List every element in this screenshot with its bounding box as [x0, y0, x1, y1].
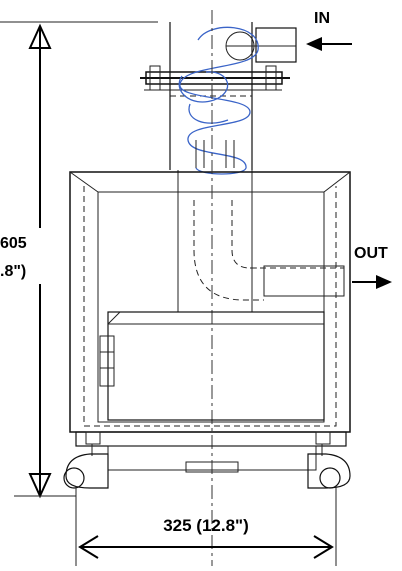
base [75, 431, 347, 473]
outlet-elbow-duct [193, 200, 345, 301]
lower-tank [99, 311, 325, 421]
width-dimension: 325 (12.8") [75, 486, 337, 566]
inlet-arrow-icon [306, 37, 322, 51]
column-internals [195, 140, 235, 168]
outlet-pipe [263, 265, 345, 297]
right-wheel-icon [319, 467, 341, 489]
inlet-indicator: IN [306, 10, 352, 51]
outlet-arrow-icon [376, 275, 392, 289]
tank-handle [99, 335, 115, 387]
height-dimension-label-line1: 605 [0, 235, 27, 252]
inlet-column [169, 22, 297, 312]
inlet-label: IN [314, 10, 330, 27]
width-dimension-label: 325 (12.8") [163, 516, 249, 535]
outlet-indicator: OUT [352, 245, 392, 289]
left-caster [63, 431, 109, 489]
height-dimension-label-line2: .8") [0, 263, 26, 280]
right-caster [307, 431, 351, 489]
left-wheel-icon [63, 467, 85, 489]
height-dimension: 605 .8") [0, 21, 158, 499]
flow-path [178, 26, 259, 175]
cabinet [69, 10, 351, 566]
outlet-label: OUT [354, 245, 388, 262]
clamp-bar [140, 65, 290, 97]
inlet-port-box [255, 27, 297, 63]
